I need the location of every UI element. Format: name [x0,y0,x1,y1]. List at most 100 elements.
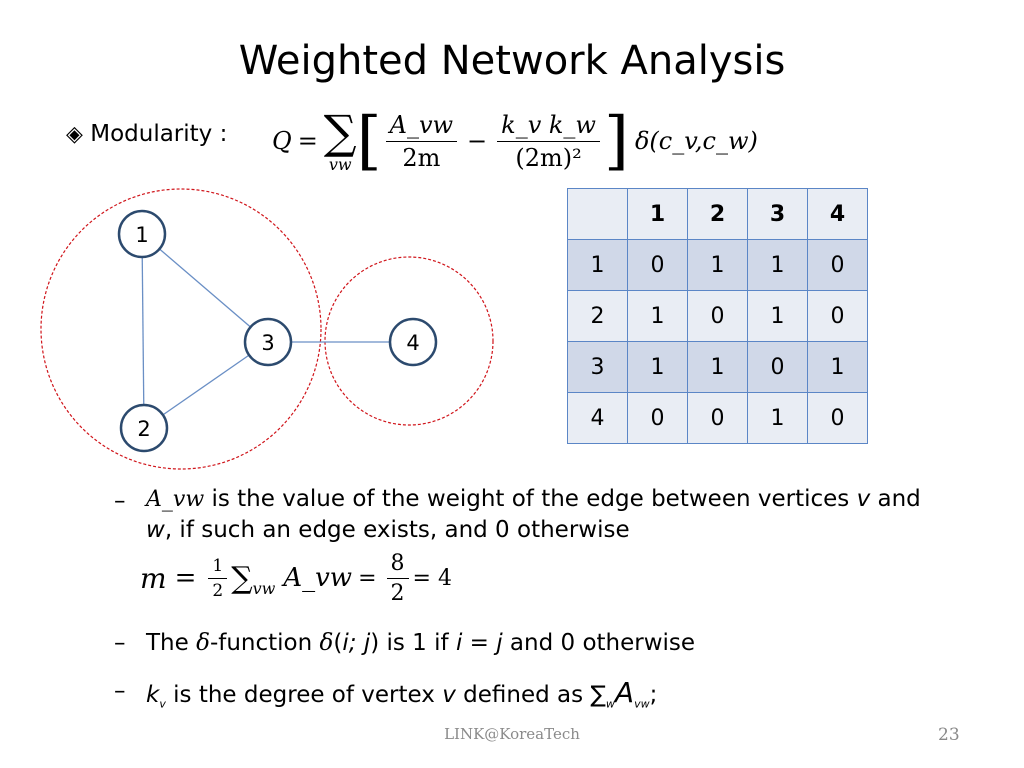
fraction-numerator: 8 [386,551,409,579]
table-cell: 0 [747,341,808,393]
table-cell: 1 [747,290,808,342]
delta-symbol: δ [319,630,334,656]
node-label: 4 [406,331,419,355]
table-cell: 1 [747,239,808,291]
network-graph: 1 2 3 4 [40,188,494,470]
bullet-text: defined as ∑ [455,682,606,708]
formula-equals: = [297,127,318,155]
edge-1-2 [141,233,145,429]
var-i: i [455,630,463,656]
diamond-bullet-icon: ◈ [66,122,83,147]
bullet-text: and 0 otherwise [502,630,696,656]
fraction-denominator: 2m [402,143,441,172]
sum-subscript: w [605,697,615,711]
table-header-cell [567,188,628,240]
modularity-label: Modularity : [90,121,228,147]
bullet-delta-dash: – [114,630,126,656]
var-k: k [146,682,160,708]
avw-symbol: A_vw [146,487,205,512]
graph-node-2: 2 [119,403,169,453]
fraction-numerator: k_v k_w [497,111,600,142]
table-cell: 0 [807,392,868,444]
table-cell: 1 [687,239,748,291]
equals-2: = [358,565,377,591]
fraction-kvkw: k_v k_w (2m)² [497,111,600,172]
bullet-text: = [462,630,497,656]
table-cell: 0 [807,239,868,291]
page-title: Weighted Network Analysis [238,38,786,84]
table-cell: 0 [627,392,688,444]
bullet-degree-dash: – [114,678,126,704]
var-v: v [442,682,456,708]
table-cell: 1 [627,290,688,342]
a-subscript: vw [634,697,650,711]
node-label: 2 [137,417,150,441]
bullet-text: ; [649,682,658,708]
fraction-denominator: 2 [390,580,405,606]
table-cell: 1 [807,341,868,393]
sum-subscript: vw [252,579,276,598]
table-cell: 2 [567,290,628,342]
modularity-bullet: ◈ Modularity : [66,121,227,147]
table-cell: 0 [627,239,688,291]
delta-symbol: δ [196,630,210,656]
edge-2-3 [143,341,269,429]
m-formula: m = 1 2 ∑ vw A_vw = 8 2 = 4 [140,548,452,608]
table-header-cell: 2 [687,188,748,240]
table-cell: 1 [627,341,688,393]
bullet-avw-dash: – [114,488,126,514]
formula-delta: δ(c_v,c_w) [634,127,758,155]
bullet-text: The [146,630,197,656]
table-header-cell: 3 [747,188,808,240]
formula-q: Q [272,127,292,155]
fraction-avw-2m: A_vw 2m [385,111,458,172]
sum-symbol: ∑ [323,104,357,159]
bullet-text: -function [209,630,320,656]
edge-1-3 [141,233,269,343]
formula-minus: − [467,127,488,155]
formula-sum: ∑ vw [324,109,357,174]
page-number: 23 [938,725,960,745]
table-cell: 1 [747,392,808,444]
bullet-delta: The δ-function δ(i; j) is 1 if i = j and… [146,630,695,656]
table-cell: 1 [567,239,628,291]
fraction-numerator: A_vw [385,111,458,142]
var-w: w [146,517,165,543]
table-header-row: 1 2 3 4 [567,188,868,240]
k-subscript: v [159,697,166,711]
sum-subscript: vw [328,154,352,174]
a-symbol: A [614,676,635,709]
graph-node-3: 3 [243,317,293,367]
var-v: v [856,486,871,512]
table-row: 2 1 0 1 0 [567,290,868,342]
bullet-text: and [870,486,921,512]
table-row: 3 1 1 0 1 [567,341,868,393]
community-circle-2 [324,256,494,426]
modularity-formula: Q = ∑ vw [ A_vw 2m − k_v k_w (2m)² ] δ(c… [272,98,758,184]
fraction-denominator: (2m)² [515,143,582,172]
left-bracket: [ [356,104,382,178]
a-symbol: A_vw [283,563,353,593]
bullet-text: is the value of the weight of the edge b… [204,486,857,512]
delta-args: i; j [342,630,371,656]
table-row: 1 0 1 1 0 [567,239,868,291]
table-header-cell: 1 [627,188,688,240]
table-header-cell: 4 [807,188,868,240]
table-row: 4 0 0 1 0 [567,392,868,444]
sum-symbol: ∑ [231,560,253,596]
right-bracket: ] [603,104,629,178]
table-cell: 0 [687,392,748,444]
table-cell: 4 [567,392,628,444]
fraction-numerator: 1 [208,556,228,579]
table-cell: 1 [687,341,748,393]
bullet-text: , if such an edge exists, and 0 otherwis… [164,517,630,543]
adjacency-matrix-table: 1 2 3 4 1 0 1 1 0 2 1 0 1 0 3 1 1 0 1 4 … [567,188,868,444]
result-value: = 4 [412,565,452,591]
node-label: 1 [135,223,148,247]
fraction-denominator: 2 [212,580,224,601]
result-fraction: 8 2 [386,551,409,606]
node-label: 3 [261,331,274,355]
m-var: m [140,561,167,595]
table-cell: 0 [807,290,868,342]
bullet-degree: kv is the degree of vertex v defined as … [146,676,657,711]
